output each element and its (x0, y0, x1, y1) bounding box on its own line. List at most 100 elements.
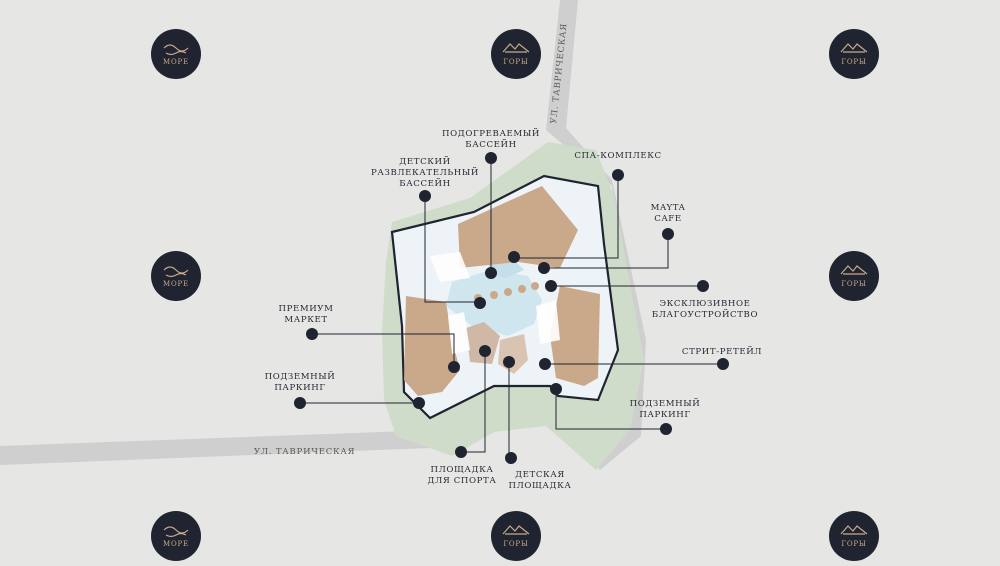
direction-badge: МОРЕ (151, 251, 201, 301)
marker-label-line: ПЛОЩАДКА (431, 465, 494, 475)
building-west (404, 296, 460, 396)
mountains-icon (840, 43, 868, 53)
marker-spa[interactable]: СПА-КОМПЛЕКС (508, 151, 662, 263)
marker-label-line: СПА-КОМПЛЕКС (574, 151, 661, 161)
direction-badge: МОРЕ (151, 29, 201, 79)
direction-badge: ГОРЫ (829, 251, 879, 301)
location-dot[interactable] (474, 297, 486, 309)
building-center-a (466, 322, 500, 364)
location-dot[interactable] (545, 280, 557, 292)
location-dot[interactable] (550, 383, 562, 395)
label-dot[interactable] (660, 423, 672, 435)
label-dot[interactable] (505, 452, 517, 464)
label-dot[interactable] (717, 358, 729, 370)
marker-label-line: ПАРКИНГ (639, 410, 690, 420)
label-dot[interactable] (612, 169, 624, 181)
marker-label-line: СТРИТ-РЕТЕЙЛ (682, 345, 762, 357)
marker-label-line: ДЕТСКАЯ (515, 470, 565, 480)
location-dot[interactable] (413, 397, 425, 409)
label-dot[interactable] (662, 228, 674, 240)
leader-line (544, 234, 669, 269)
leader-line (514, 175, 619, 259)
mountains-icon (502, 43, 530, 53)
sea-waves-icon (163, 266, 189, 278)
badge-circle (151, 29, 201, 79)
marker-label-line: ДЕТСКИЙ (399, 155, 450, 167)
marker-street-retail[interactable]: СТРИТ-РЕТЕЙЛ (539, 345, 762, 370)
road-horizontal (0, 430, 436, 465)
marker-label-line: ПОДОГРЕВАЕМЫЙ (442, 127, 540, 139)
badge-label: МОРЕ (163, 540, 189, 548)
label-dot[interactable] (455, 446, 467, 458)
badge-circle (829, 511, 879, 561)
label-dot[interactable] (294, 397, 306, 409)
badge-label: МОРЕ (163, 58, 189, 66)
mountains-icon (502, 525, 530, 535)
location-dot[interactable] (479, 345, 491, 357)
badge-label: ГОРЫ (841, 540, 866, 548)
badge-label: МОРЕ (163, 280, 189, 288)
marker-label-line: МАРКЕТ (284, 315, 327, 325)
walkways (430, 252, 560, 354)
label-dot[interactable] (485, 152, 497, 164)
badge-label: ГОРЫ (841, 280, 866, 288)
location-dot[interactable] (538, 262, 550, 274)
leader-line (312, 333, 455, 367)
badge-circle (829, 29, 879, 79)
sea-waves-icon (163, 44, 189, 56)
badge-label: ГОРЫ (841, 58, 866, 66)
badge-circle (151, 251, 201, 301)
badge-circle (151, 511, 201, 561)
direction-badge: ГОРЫ (829, 511, 879, 561)
marker-label-line: БАССЕЙН (465, 138, 516, 150)
location-dot[interactable] (503, 356, 515, 368)
label-dot[interactable] (419, 190, 431, 202)
badge-circle (491, 511, 541, 561)
direction-badge: ГОРЫ (829, 29, 879, 79)
street-label-horizontal: УЛ. ТАВРИЧЕСКАЯ (254, 447, 355, 457)
label-dot[interactable] (306, 328, 318, 340)
marker-label-line: ПОДЗЕМНЫЙ (265, 370, 336, 382)
badge-label: ГОРЫ (503, 58, 528, 66)
sea-waves-icon (163, 526, 189, 538)
location-dot[interactable] (508, 251, 520, 263)
marker-label-line: БЛАГОУСТРОЙСТВО (652, 308, 758, 320)
building-east (550, 286, 600, 386)
marker-label: СТРИТ-РЕТЕЙЛ (682, 345, 762, 357)
marker-label-line: ЭКСКЛЮЗИВНОЕ (659, 299, 750, 309)
location-dot[interactable] (448, 361, 460, 373)
pool-water (446, 270, 542, 336)
marker-label: СПА-КОМПЛЕКС (574, 151, 661, 161)
marker-label-line: ПОДЗЕМНЫЙ (630, 397, 701, 409)
location-dot[interactable] (485, 267, 497, 279)
marker-label-line: ПАРКИНГ (274, 383, 325, 393)
label-dot[interactable] (697, 280, 709, 292)
building-north (458, 186, 578, 268)
marker-label-line: ДЛЯ СПОРТА (428, 476, 497, 486)
direction-badge: ГОРЫ (491, 29, 541, 79)
mountains-icon (840, 525, 868, 535)
marker-label-line: ПРЕМИУМ (278, 304, 333, 314)
marker-label-line: CAFE (654, 214, 681, 224)
location-dot[interactable] (539, 358, 551, 370)
